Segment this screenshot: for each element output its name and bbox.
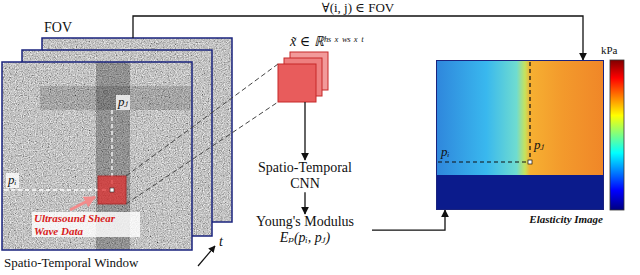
node-text: Elasticity Image <box>529 213 603 226</box>
coordinate-label: pᵢ <box>441 145 450 160</box>
time-arrow <box>198 246 215 266</box>
unit-label: kPa <box>601 44 618 57</box>
pixel-marker <box>110 188 114 192</box>
axis-label: t <box>219 234 223 250</box>
pointer-arrow <box>70 197 95 210</box>
colorbar <box>610 60 624 210</box>
elasticity-image: Elasticity Image <box>436 60 604 210</box>
elasticity-region <box>436 175 604 210</box>
window-squares <box>278 52 328 102</box>
ultrasound-frame <box>2 62 192 250</box>
coordinate-label: pⱼ <box>534 138 544 153</box>
zoom-line <box>126 102 278 204</box>
coordinate-guide <box>529 62 530 162</box>
node-subtext: Eₚ(pᵢ, pⱼ) <box>238 230 372 246</box>
window-stack: x̃ ∈ ℝʰˢ ˣ ʷˢ ˣ ᵗ <box>278 52 328 102</box>
output-label: Young's ModulusEₚ(pᵢ, pⱼ) <box>238 214 372 246</box>
window-marker <box>98 176 126 204</box>
caption-label: Spatio-Temporal Window <box>4 256 138 271</box>
inclusion-shadow <box>40 86 192 110</box>
coordinate-label: pⱼ <box>116 95 130 110</box>
pixel-marker <box>528 160 532 164</box>
window-square <box>278 64 316 102</box>
node-text: Spatio-Temporal CNN <box>247 160 363 192</box>
edge-label: ∀(i, j) ∈ FOV <box>319 1 397 15</box>
node-text: Young's Modulus <box>238 214 372 230</box>
node-text: x̃ ∈ ℝʰˢ ˣ ʷˢ ˣ ᵗ <box>290 34 363 50</box>
cnn-label: Spatio-Temporal CNN <box>247 160 363 192</box>
callout-label: Ultrasound Shear Wave Data <box>32 212 140 237</box>
flow-arrow <box>304 102 305 160</box>
coordinate-label: pᵢ <box>6 173 19 188</box>
elasticity-map <box>436 60 624 210</box>
flow-arrow <box>304 192 305 214</box>
coordinate-guide <box>438 161 530 162</box>
frame-border <box>2 62 192 250</box>
flow-arrow <box>133 16 583 60</box>
flow-arrow <box>372 210 445 230</box>
frame-stack <box>2 38 232 250</box>
node-text: FOV <box>44 20 72 36</box>
coordinate-guide <box>4 189 112 190</box>
zoom-line <box>126 64 278 176</box>
elasticity-region <box>436 60 604 175</box>
